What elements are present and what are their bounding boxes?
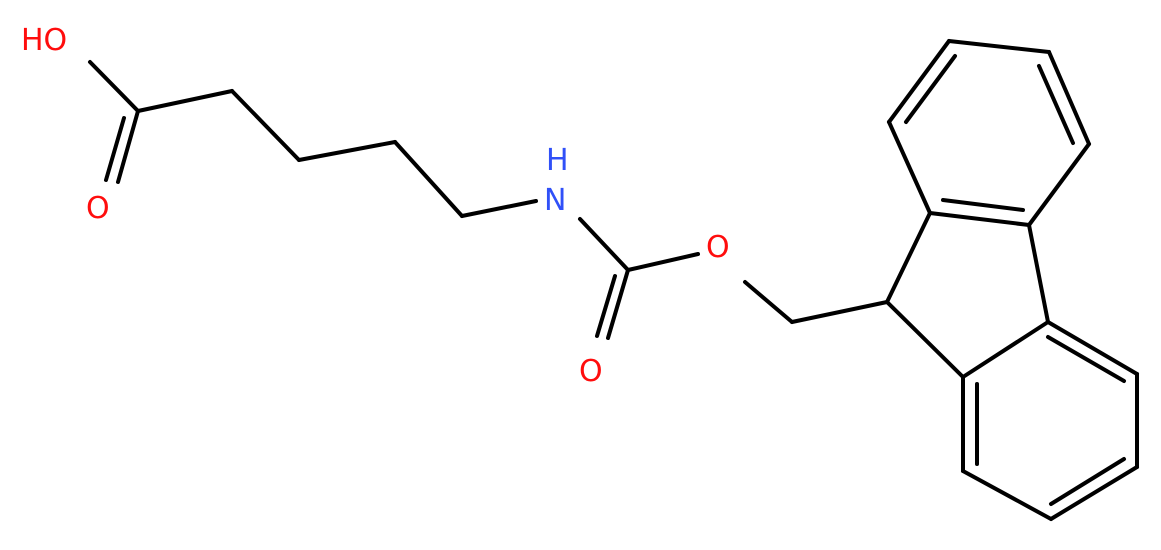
bond-ub-4 — [1047, 50, 1091, 146]
bond-c4b-c4a — [1027, 223, 1050, 324]
bond-lb-3 — [1049, 465, 1139, 521]
bond-c9a-c4b-inner — [941, 198, 1025, 212]
bond-c9a-c4b — [928, 211, 1031, 227]
bond-ub-2 — [887, 39, 951, 124]
amine-n-label: N — [544, 183, 566, 218]
bond-ub-3 — [947, 39, 1051, 54]
bond-acid-co-2 — [104, 116, 126, 182]
bond-chain-1 — [136, 89, 234, 113]
bond-group — [88, 39, 1139, 521]
bond-c9-c9a — [885, 211, 932, 304]
bond-c4a-c8a — [961, 320, 1050, 379]
acid-carbonyl-oxygen-label: O — [86, 191, 110, 226]
bond-lb-3i — [1049, 457, 1126, 506]
bond-ub-5 — [1027, 142, 1091, 227]
bond-ub-1 — [887, 120, 932, 215]
bond-c9-c8a — [885, 300, 965, 379]
bond-carb-co-1 — [606, 268, 630, 340]
carbamate-oxygen-label: O — [579, 354, 603, 389]
bond-ho-c — [88, 60, 140, 113]
bond-carb-co-2 — [595, 274, 617, 338]
bond-n-c — [578, 217, 630, 272]
bond-lb-5i — [1046, 335, 1126, 383]
amine-h-label: H — [546, 143, 569, 178]
bond-acid-co-1 — [116, 109, 140, 184]
bond-o-ch2 — [743, 280, 794, 324]
bond-lb-2 — [961, 469, 1053, 521]
bond-chain-2 — [230, 89, 301, 162]
bond-chain-3 — [297, 140, 397, 162]
bond-lb-5 — [1046, 320, 1139, 376]
bond-c-o — [626, 252, 700, 272]
ester-oxygen-label: O — [706, 230, 730, 265]
bond-chain-n — [460, 199, 538, 218]
bond-ub-4i — [1037, 64, 1075, 145]
hydroxyl-label: HO — [21, 23, 67, 58]
bond-ch2-c9 — [790, 300, 889, 324]
bond-ub-2i — [904, 54, 957, 124]
bond-chain-4 — [393, 140, 464, 218]
atom-label-group: HO O H N O O — [21, 23, 730, 389]
